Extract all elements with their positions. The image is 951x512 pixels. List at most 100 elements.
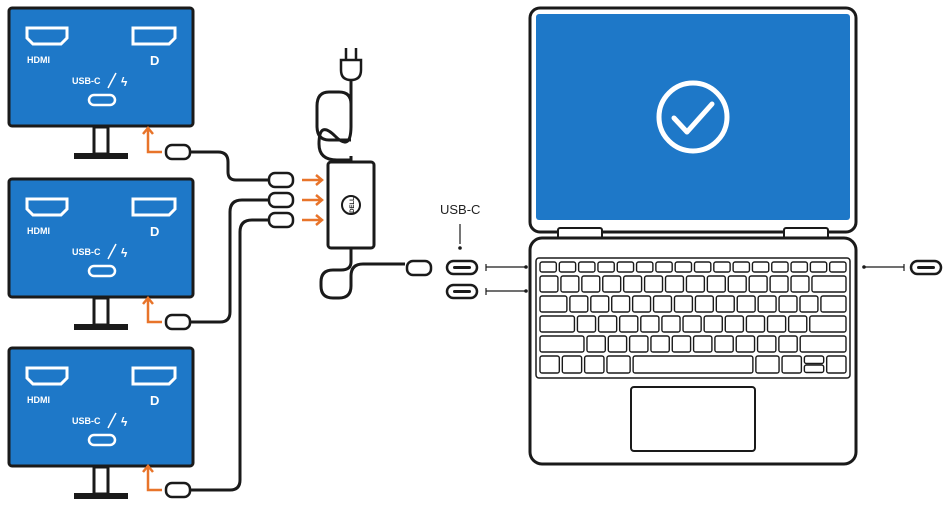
keyboard-key (715, 295, 735, 313)
keyboard-key (569, 295, 589, 313)
keyboard-key (539, 261, 558, 273)
monitor-screen (7, 346, 195, 468)
usbc-adapter: DELL (315, 48, 433, 300)
keyboard-key (706, 275, 726, 293)
arrow-head (142, 464, 154, 473)
keyboard-key (643, 275, 664, 293)
dell-logo-text: DELL (350, 197, 356, 213)
keyboard-key (727, 275, 747, 293)
keyboard-key (622, 275, 643, 293)
monitor-1: HDMI D USB-C ϟ (7, 6, 195, 159)
keyboard-key (766, 315, 787, 333)
hdmi-port-icon (25, 197, 69, 217)
keyboard-key (618, 315, 639, 333)
keyboard-key (616, 261, 635, 273)
monitor-screen (7, 177, 195, 299)
keyboard-key (635, 261, 654, 273)
keyboard-key (539, 295, 568, 313)
keyboard-key (724, 315, 745, 333)
monitor-side-plugs (164, 143, 192, 499)
keyboard-keys (539, 261, 847, 374)
keyboard-key (757, 295, 777, 313)
arrow-up-monitor-2 (146, 300, 162, 324)
keyboard-key (539, 315, 576, 333)
usbc-plug-icon (164, 143, 192, 161)
keyboard-key (703, 315, 723, 333)
monitor-stand (92, 465, 110, 496)
keyboard-key (809, 261, 828, 273)
displayport-port-icon (131, 366, 177, 386)
keyboard-key (661, 315, 681, 333)
monitor-3: HDMI D USB-C ϟ (7, 346, 195, 499)
keyboard-key (671, 335, 692, 353)
keyboard-key (799, 335, 847, 353)
usbc-label: USB-C (72, 416, 101, 426)
cable-monitor-1 (190, 150, 272, 182)
keyboard-key (732, 261, 751, 273)
hdmi-port-icon (25, 366, 69, 386)
keyboard-key (631, 295, 652, 313)
keyboard-key (652, 295, 673, 313)
monitor-screen (7, 6, 195, 128)
keyboard-key (803, 355, 825, 365)
keyboard-key (756, 335, 777, 353)
keyboard-key (597, 261, 615, 273)
keyboard-key (825, 355, 847, 374)
thunderbolt-icon: ϟ (121, 415, 128, 429)
cable-monitor-3 (190, 218, 272, 492)
keyboard-key (828, 261, 847, 273)
keyboard-key (590, 295, 610, 313)
laptop-left-ports (445, 259, 528, 300)
keyboard-key (745, 315, 766, 333)
usbc-port-icon (87, 264, 117, 278)
cable-monitor-2 (190, 198, 272, 324)
keyboard-key (685, 275, 706, 293)
keyboard-key (736, 295, 756, 313)
displayport-label: D (150, 53, 159, 68)
dell-logo-icon (341, 195, 361, 215)
laptop-screen (536, 14, 850, 220)
trackpad (630, 386, 756, 452)
hdmi-label: HDMI (27, 55, 50, 65)
keyboard-key (693, 261, 712, 273)
keyboard-key (581, 275, 601, 293)
keyboard-key (771, 261, 789, 273)
keyboard-key (664, 275, 685, 293)
keyboard-key (673, 295, 694, 313)
usbc-port-icon (87, 433, 117, 447)
keyboard-key (790, 261, 809, 273)
keyboard-key (539, 275, 559, 293)
keyboard-key (640, 315, 660, 333)
slash-divider (107, 72, 117, 89)
monitor-cables (190, 150, 272, 492)
monitor-base (74, 153, 128, 159)
keyboard-key (576, 315, 597, 333)
power-plug-icon (339, 48, 363, 82)
usbc-plug-icon (164, 313, 192, 331)
keyboard-key (692, 335, 713, 353)
keyboard-key (755, 355, 780, 374)
laptop (528, 6, 858, 466)
keyboard-key (674, 261, 693, 273)
keyboard-key (713, 261, 731, 273)
displayport-port-icon (131, 197, 177, 217)
keyboard-key (714, 335, 734, 353)
usbc-plug-icon (267, 171, 295, 189)
keyboard-key (735, 335, 756, 353)
keyboard-key (539, 355, 561, 374)
callout-dot (458, 246, 462, 250)
keyboard-key (811, 275, 847, 293)
keyboard-key (628, 335, 649, 353)
arrow-up-monitor-1 (146, 130, 162, 154)
monitor-2: HDMI D USB-C ϟ (7, 177, 195, 330)
monitor-base (74, 324, 128, 330)
arrow-right-icon (302, 214, 324, 226)
usbc-port-icon (87, 93, 117, 107)
keyboard-key (655, 261, 673, 273)
laptop-right-port (862, 259, 943, 276)
displayport-label: D (150, 224, 159, 239)
keyboard-key (769, 275, 789, 293)
keyboard-key (558, 261, 577, 273)
keyboard-key (632, 355, 754, 374)
